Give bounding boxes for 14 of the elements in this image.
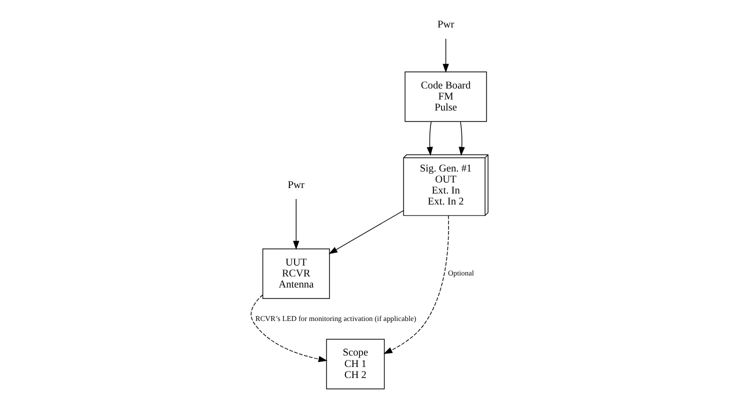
arrow (250, 294, 327, 362)
edge-label: Optional (448, 268, 474, 278)
arrow (382, 215, 448, 354)
arrow (292, 198, 299, 250)
arrow (442, 38, 448, 73)
node-text: Pwr (287, 180, 304, 191)
node-text: Pwr (436, 20, 454, 31)
node-box: UUT RCVR Antenna (262, 248, 330, 299)
node-box: Scope CH 1 CH 2 (326, 338, 384, 390)
arrow (458, 121, 464, 156)
arrow (328, 210, 404, 254)
node-box: Code Board FM Pulse (404, 71, 486, 122)
arrow (426, 121, 432, 156)
edge-label: RCVR’s LED for monitoring activation (if applicable) (254, 314, 416, 323)
